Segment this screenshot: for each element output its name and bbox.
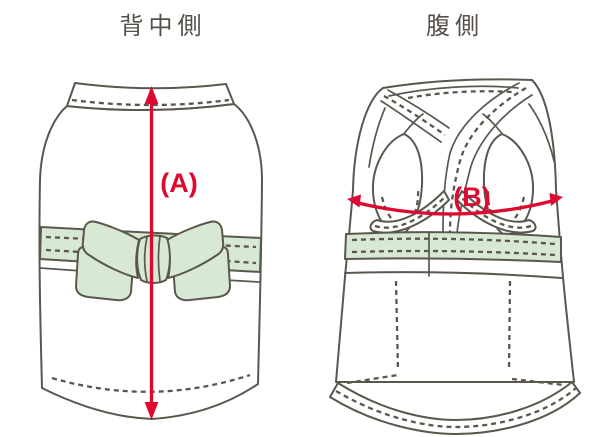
hem-band-stitch (335, 387, 577, 429)
arrow-head-down (144, 402, 159, 420)
belly-view-title: 腹側 (426, 13, 484, 40)
belly-belt (344, 231, 563, 279)
bow-left-loop (81, 220, 140, 279)
belt-band (344, 231, 562, 263)
ribbon-bow (75, 220, 231, 302)
shoulder-seam (528, 103, 555, 162)
girth-arrow-icon (347, 193, 563, 216)
lapel-edge (387, 89, 450, 129)
leg-opening-seam (402, 113, 424, 136)
arrow-head-up (144, 86, 159, 104)
belt-stitch-bottom (45, 248, 257, 265)
belly-garment: (B) (329, 78, 581, 435)
left-lapel-band (380, 89, 450, 143)
skirt-top-seam (344, 271, 563, 279)
belt-stitch-top (351, 237, 556, 246)
measure-b-label: (B) (453, 182, 490, 212)
leg-strap-stitch (374, 195, 447, 229)
arrow-head-left (347, 194, 361, 208)
bow-knot (136, 234, 171, 284)
lapel-edge (380, 100, 442, 143)
back-garment: (A) (38, 82, 263, 420)
collar-inner-edge (388, 85, 519, 97)
skirt-seam-stitch (507, 280, 512, 372)
bow-knot-fold-line (157, 235, 161, 282)
leg-strap (369, 190, 450, 234)
measure-a-label: (A) (160, 168, 197, 198)
collar-stitch-line (407, 90, 513, 100)
leg-strap (456, 190, 537, 234)
lapel-stitch-line (383, 94, 446, 136)
length-arrow-icon (144, 86, 159, 420)
skirt-seam-stitch (394, 280, 400, 372)
back-view-illustration: (A) (38, 82, 263, 420)
bow-knot-fold-line (143, 236, 148, 282)
leg-opening-seam (482, 113, 504, 136)
belt-stitch-bottom (351, 249, 556, 257)
shoulder-seam (368, 107, 386, 168)
back-view-title: 背中側 (119, 13, 207, 40)
lapel-stitch-line (448, 87, 527, 234)
belt-stitch-top (45, 235, 257, 249)
hem-band (329, 381, 581, 435)
collar-stitch-line (71, 98, 230, 107)
arrow-shaft (357, 199, 553, 216)
leg-strap-stitch (459, 195, 532, 229)
belly-view-illustration: (B) (329, 78, 581, 435)
arrow-head-right (549, 193, 563, 206)
